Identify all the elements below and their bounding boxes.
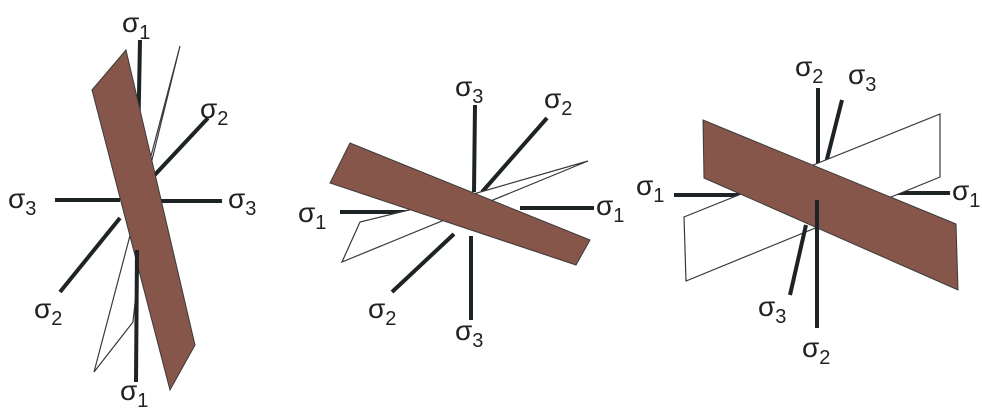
label-top: σ3 (455, 71, 483, 108)
shaded-plane (91, 48, 196, 392)
label-top: σ1 (122, 7, 150, 44)
panel-1: σ1 σ2 σ3 σ3 σ2 σ1 (8, 7, 256, 412)
label-bottom: σ1 (120, 375, 148, 412)
label-bottom-left: σ2 (368, 293, 396, 330)
axis-sigma3-lower (788, 224, 808, 296)
panel-2: σ3 σ2 σ1 σ1 σ2 σ3 (298, 71, 624, 352)
label-top: σ2 (795, 51, 823, 88)
axis-sigma2-lower (390, 232, 456, 294)
shaded-plane (702, 119, 959, 291)
label-left: σ1 (298, 197, 326, 234)
label-bottom-left: σ2 (34, 293, 62, 330)
label-top-right: σ2 (544, 83, 572, 120)
axis-sigma2-upper (480, 116, 549, 194)
label-right: σ1 (596, 190, 624, 227)
axis-sigma2-upper (148, 116, 210, 182)
label-top-right: σ2 (200, 93, 228, 130)
label-left: σ3 (8, 183, 36, 220)
label-right: σ3 (228, 183, 256, 220)
shaded-plane (329, 142, 591, 266)
label-bottom-left: σ3 (758, 291, 786, 328)
label-bottom: σ3 (455, 315, 483, 352)
label-left: σ1 (636, 170, 664, 207)
axis-sigma3-upper (472, 104, 477, 193)
label-bottom: σ2 (802, 332, 830, 369)
panel-3: σ2 σ3 σ1 σ1 σ3 σ2 (636, 51, 980, 369)
axis-sigma3-upper (824, 99, 844, 164)
label-right: σ1 (952, 175, 980, 212)
axis-sigma1-lower (134, 249, 139, 383)
axis-sigma2-lower (58, 216, 122, 294)
label-top-right: σ3 (848, 59, 876, 96)
